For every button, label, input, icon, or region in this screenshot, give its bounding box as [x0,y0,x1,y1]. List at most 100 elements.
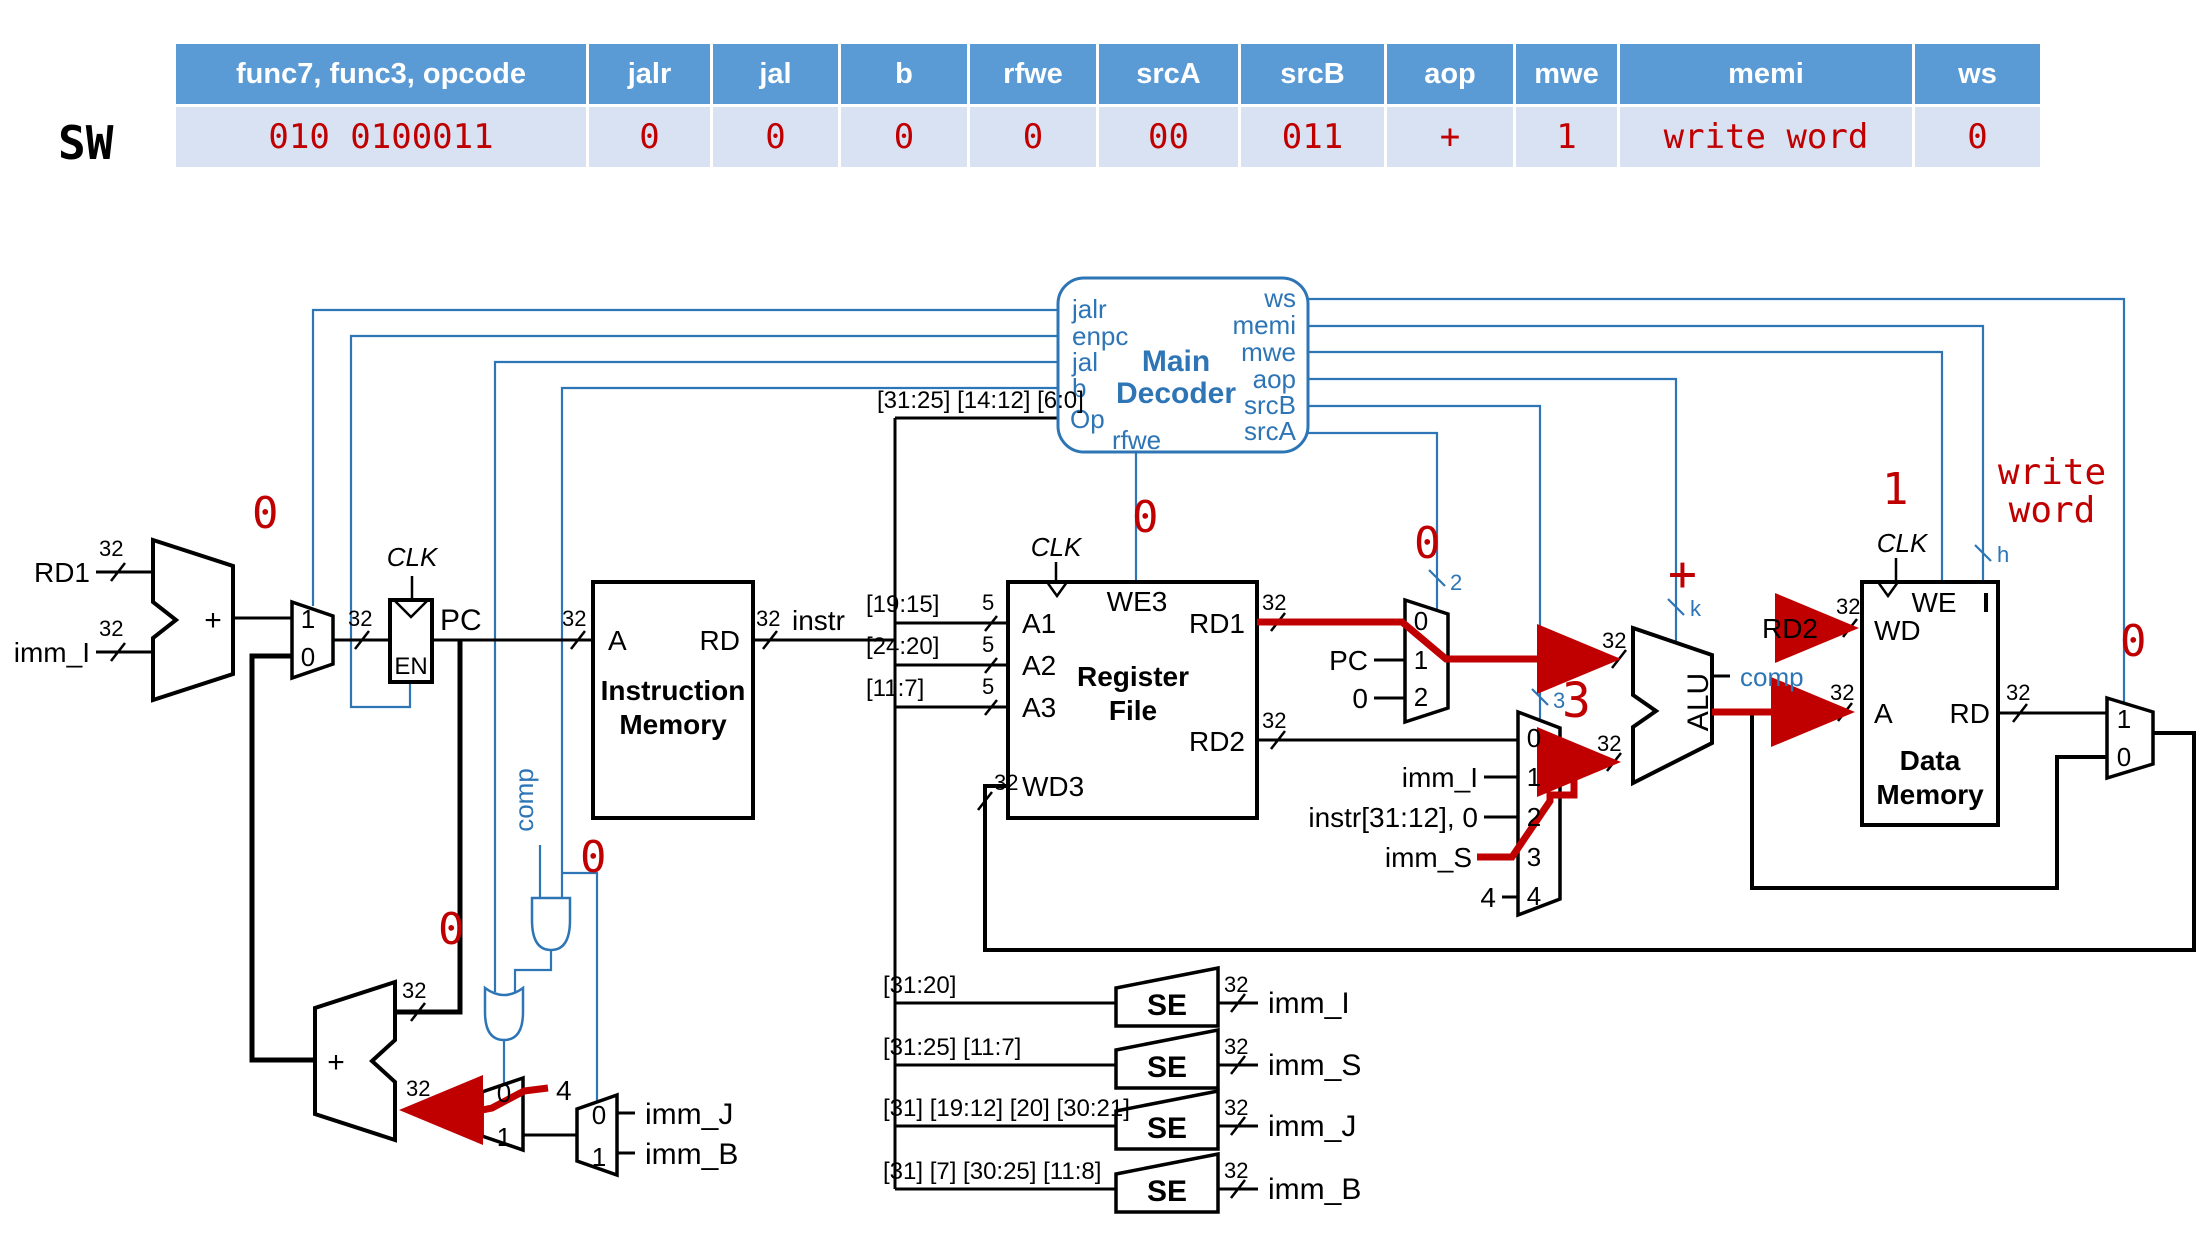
mux-target4-1: 1 [497,1122,511,1152]
se1-label: SE [1147,989,1187,1022]
label-comp-out: comp [1740,662,1804,692]
rf-port-rd2: RD2 [1189,726,1245,757]
header-srcB: srcB [1241,44,1384,104]
wire-adder1-inputs [96,570,153,654]
header-rfwe: rfwe [970,44,1096,104]
label-clk-dmem: CLK [1877,528,1929,558]
value-jal: 0 [713,107,838,167]
decoder-in-b: b [1072,373,1086,403]
ann-mwe: 1 [1882,464,1909,515]
diagram-labels: RD1 imm_I 32 32 + 1 0 CLK EN PC 32 32 A … [14,283,2147,1208]
se4-label: SE [1147,1175,1187,1208]
or-gate [483,985,525,1042]
label-alu: ALU [1682,673,1715,731]
mux-pcsrc-1: 1 [301,604,315,634]
value-func: 010 0100011 [176,107,586,167]
wire-srcA [1308,431,1439,612]
register-file [1006,580,1259,820]
rf-port-we3: WE3 [1107,586,1168,617]
mux-srcb-4: 4 [1527,881,1541,911]
dmem-port-i: I [1982,587,1990,618]
decoder-in-enpc: enpc [1072,321,1128,351]
decoder-out-memi: memi [1232,310,1296,340]
tick-h: h [1997,542,2009,567]
se3-label: SE [1147,1112,1187,1145]
and-gate [530,896,572,952]
wire-srca-stubs [1374,658,1405,700]
value-srcA: 00 [1099,107,1238,167]
dmem-clk-notch [1876,581,1900,599]
mux-srcb-3: 3 [1527,842,1541,872]
instruction-mnemonic: SW [58,116,114,170]
label-32: 32 [562,606,586,631]
se4-bits: [31] [7] [30:25] [11:8] [883,1158,1101,1185]
wire-srcB [1308,404,1542,722]
wire-jalr [311,308,1058,606]
ann-rfwe: 0 [1132,492,1159,543]
branch-adder [313,979,397,1143]
pc-register [388,598,434,684]
label-32: 32 [1836,594,1860,619]
rf-port-a3: A3 [1022,692,1056,723]
blue-slash-set [1428,544,1992,706]
dmem-port-we: WE [1911,587,1956,618]
wire-aop [1308,377,1678,645]
value-b: 0 [841,107,967,167]
mux-ws-0: 0 [2117,742,2131,772]
label-rd2-wd: RD2 [1762,613,1818,644]
value-jalr: 0 [589,107,710,167]
label-srcb-four: 4 [1480,882,1496,913]
header-b: b [841,44,967,104]
decoder-out-srcA: srcA [1244,416,1297,446]
label-op-bits: [31:25] [14:12] [6:0] [877,387,1084,414]
label-32: 32 [1224,1095,1248,1120]
pc-adder-plus: + [204,604,222,637]
label-immj: imm_J [645,1098,733,1131]
active-path [399,593,1859,1145]
value-memi: write word [1620,107,1912,167]
decoder-out-ws: ws [1263,283,1296,313]
rf-port-wd3: WD3 [1022,771,1084,802]
rf-title-1: Register [1077,661,1189,692]
wire-and-to-or [513,950,553,992]
mux-pcsrc [290,599,335,681]
decoder-in-jalr: jalr [1071,294,1107,324]
wire-b [560,386,1058,1103]
se3-bits: [31] [19:12] [20] [30:21] [883,1095,1130,1122]
label-immb: imm_B [645,1138,738,1171]
label-32: 32 [994,770,1018,795]
red-plus4 [399,1075,549,1145]
label-5: 5 [982,590,994,615]
tick-2: 2 [1450,570,1462,595]
wire-pc-branch [395,640,463,1015]
se1-bits: [31:20] [883,972,956,999]
label-const4: 4 [556,1075,572,1106]
label-instr: instr [792,605,845,636]
dmem-title-2: Memory [1876,779,1984,810]
value-mwe: 1 [1516,107,1617,167]
blocks [151,276,2155,1214]
label-immi-src: imm_I [14,637,90,668]
mux-ws-1: 1 [2117,704,2131,734]
label-32: 32 [1224,1034,1248,1059]
ann-jalr: 0 [252,488,279,539]
label-clk-rf: CLK [1031,532,1083,562]
label-srcb-immi: imm_I [1402,762,1478,793]
imem-title-1: Instruction [601,675,746,706]
ann-aop: + [1668,546,1697,602]
wire-writeback [983,731,2196,952]
control-table: func7, func3, opcode jalr jal b rfwe src… [176,44,2040,167]
label-srca-zero: 0 [1352,683,1368,714]
value-srcB: 011 [1241,107,1384,167]
decoder-in-op: Op [1070,404,1105,434]
mux-ws [2105,695,2155,781]
decoder-out-mwe: mwe [1241,337,1296,367]
header-memi: memi [1620,44,1912,104]
label-pc: PC [440,604,482,637]
label-32: 32 [756,606,780,631]
branch-adder-plus: + [327,1046,345,1079]
data-memory [1860,580,2000,827]
mux-srcb-0: 0 [1527,723,1541,753]
